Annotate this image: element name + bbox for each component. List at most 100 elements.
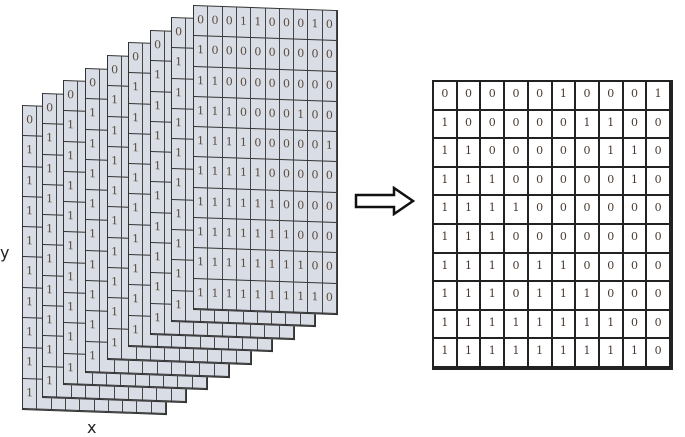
layer-cell: 1 (208, 97, 223, 129)
result-cell: 1 (576, 310, 600, 340)
layer-cell: 0 (86, 69, 101, 100)
layer-cell: 1 (86, 341, 101, 373)
result-cell: 0 (528, 196, 553, 225)
layer-cell: 0 (64, 81, 79, 112)
result-cell: 0 (505, 225, 529, 254)
layer-cell: 1 (108, 268, 123, 299)
result-cell: 0 (505, 110, 529, 140)
layer-cell: 1 (43, 215, 58, 247)
result-cell: 1 (481, 339, 506, 368)
layer-cell: 1 (86, 250, 101, 282)
layer-cell: 1 (23, 227, 38, 259)
result-cell: 0 (552, 225, 577, 254)
result-cell: 1 (552, 310, 577, 340)
layer-cell: 1 (194, 248, 209, 280)
layer-cell: 1 (108, 146, 123, 178)
result-cell: 1 (528, 253, 553, 283)
layer-cell: 0 (279, 99, 295, 131)
layer-cell: 1 (265, 250, 280, 282)
layer-cell: 0 (222, 67, 237, 99)
layer-cell: 1 (43, 245, 58, 277)
layer-cell: 0 (322, 71, 337, 102)
layer-cell: 1 (64, 293, 79, 324)
layer-cell: 1 (251, 220, 266, 251)
layer-cell: 1 (265, 190, 280, 222)
layer-cell: 0 (322, 192, 337, 224)
layer-cell: 1 (194, 187, 209, 219)
layer-cell: 1 (194, 36, 209, 68)
layer-cell: 1 (208, 67, 223, 98)
layer-cell: 0 (265, 38, 280, 70)
result-cell: 1 (528, 310, 553, 340)
layer-cell: 0 (322, 252, 337, 284)
layer-cell: 1 (172, 199, 187, 231)
layer-cell: 0 (279, 9, 295, 40)
layer-cell: 1 (129, 73, 144, 105)
result-cell: 0 (623, 82, 648, 111)
layer-cell: 1 (151, 121, 166, 153)
layer-cell: 1 (151, 273, 166, 305)
layer-cell: 1 (23, 166, 38, 198)
result-cell: 0 (623, 225, 648, 254)
result-cell: 0 (623, 310, 648, 340)
layer-cell: 0 (251, 129, 266, 161)
result-cell: 0 (647, 282, 671, 311)
result-cell: 0 (623, 110, 648, 140)
result-cell: 0 (576, 196, 600, 225)
result-cell: 0 (599, 82, 624, 111)
layer-cell: 0 (294, 130, 309, 162)
result-cell: 0 (599, 196, 624, 225)
layer-cell: 0 (251, 68, 266, 100)
result-cell: 0 (599, 253, 624, 283)
layer-cell: 0 (279, 130, 295, 162)
layer-cell: 0 (308, 131, 323, 163)
layer-cell: 1 (294, 282, 309, 314)
result-cell: 0 (599, 167, 624, 197)
result-cell: 1 (599, 139, 624, 168)
result-cell: 0 (647, 310, 671, 340)
layer-cell: 1 (23, 378, 38, 410)
layer-cell: 1 (265, 281, 280, 313)
result-cell: 1 (434, 225, 458, 254)
layer-cell: 0 (279, 69, 295, 101)
layer-cell: 1 (236, 189, 252, 221)
layer-cell: 0 (108, 56, 123, 87)
layer-cell: 1 (108, 328, 123, 360)
layer-cell: 1 (43, 336, 58, 368)
result-cell: 1 (576, 339, 600, 368)
result-cell: 0 (647, 139, 671, 168)
result-cell: 0 (481, 139, 506, 168)
result-cell: 0 (457, 110, 482, 140)
layer-cell: 1 (172, 169, 187, 201)
result-cell: 0 (552, 139, 577, 168)
layer-cell: 1 (86, 311, 101, 343)
result-cell: 1 (457, 196, 482, 225)
result-cell: 1 (528, 339, 553, 368)
layer-cell: 1 (172, 230, 187, 261)
layer-cell: 0 (129, 43, 144, 74)
layer-cell: 1 (251, 250, 266, 282)
layer-cell: 1 (208, 279, 223, 311)
layer-cell: 1 (279, 251, 295, 283)
layer-cell: 0 (194, 6, 209, 37)
result-cell: 0 (647, 110, 671, 140)
layer-cell: 1 (108, 298, 123, 330)
layer-cell: 0 (308, 252, 323, 284)
result-cell: 0 (647, 167, 671, 197)
layer-cell: 0 (294, 221, 309, 253)
result-cell: 0 (552, 196, 577, 225)
layer-cell: 0 (322, 10, 337, 42)
result-cell: 0 (528, 82, 553, 111)
result-cell: 1 (457, 253, 482, 283)
layer-cell: 1 (64, 202, 79, 234)
layer-cell: 1 (222, 128, 237, 160)
layer-cell: 1 (64, 262, 79, 294)
layer-cell: 1 (43, 275, 58, 307)
result-cell: 0 (505, 253, 529, 283)
result-cell: 0 (528, 139, 553, 168)
layer-cell: 0 (308, 161, 323, 193)
layer-cell: 1 (64, 141, 79, 173)
result-cell: 1 (457, 225, 482, 254)
layer-cell: 0 (251, 38, 266, 70)
layer-cell: 0 (322, 101, 337, 133)
